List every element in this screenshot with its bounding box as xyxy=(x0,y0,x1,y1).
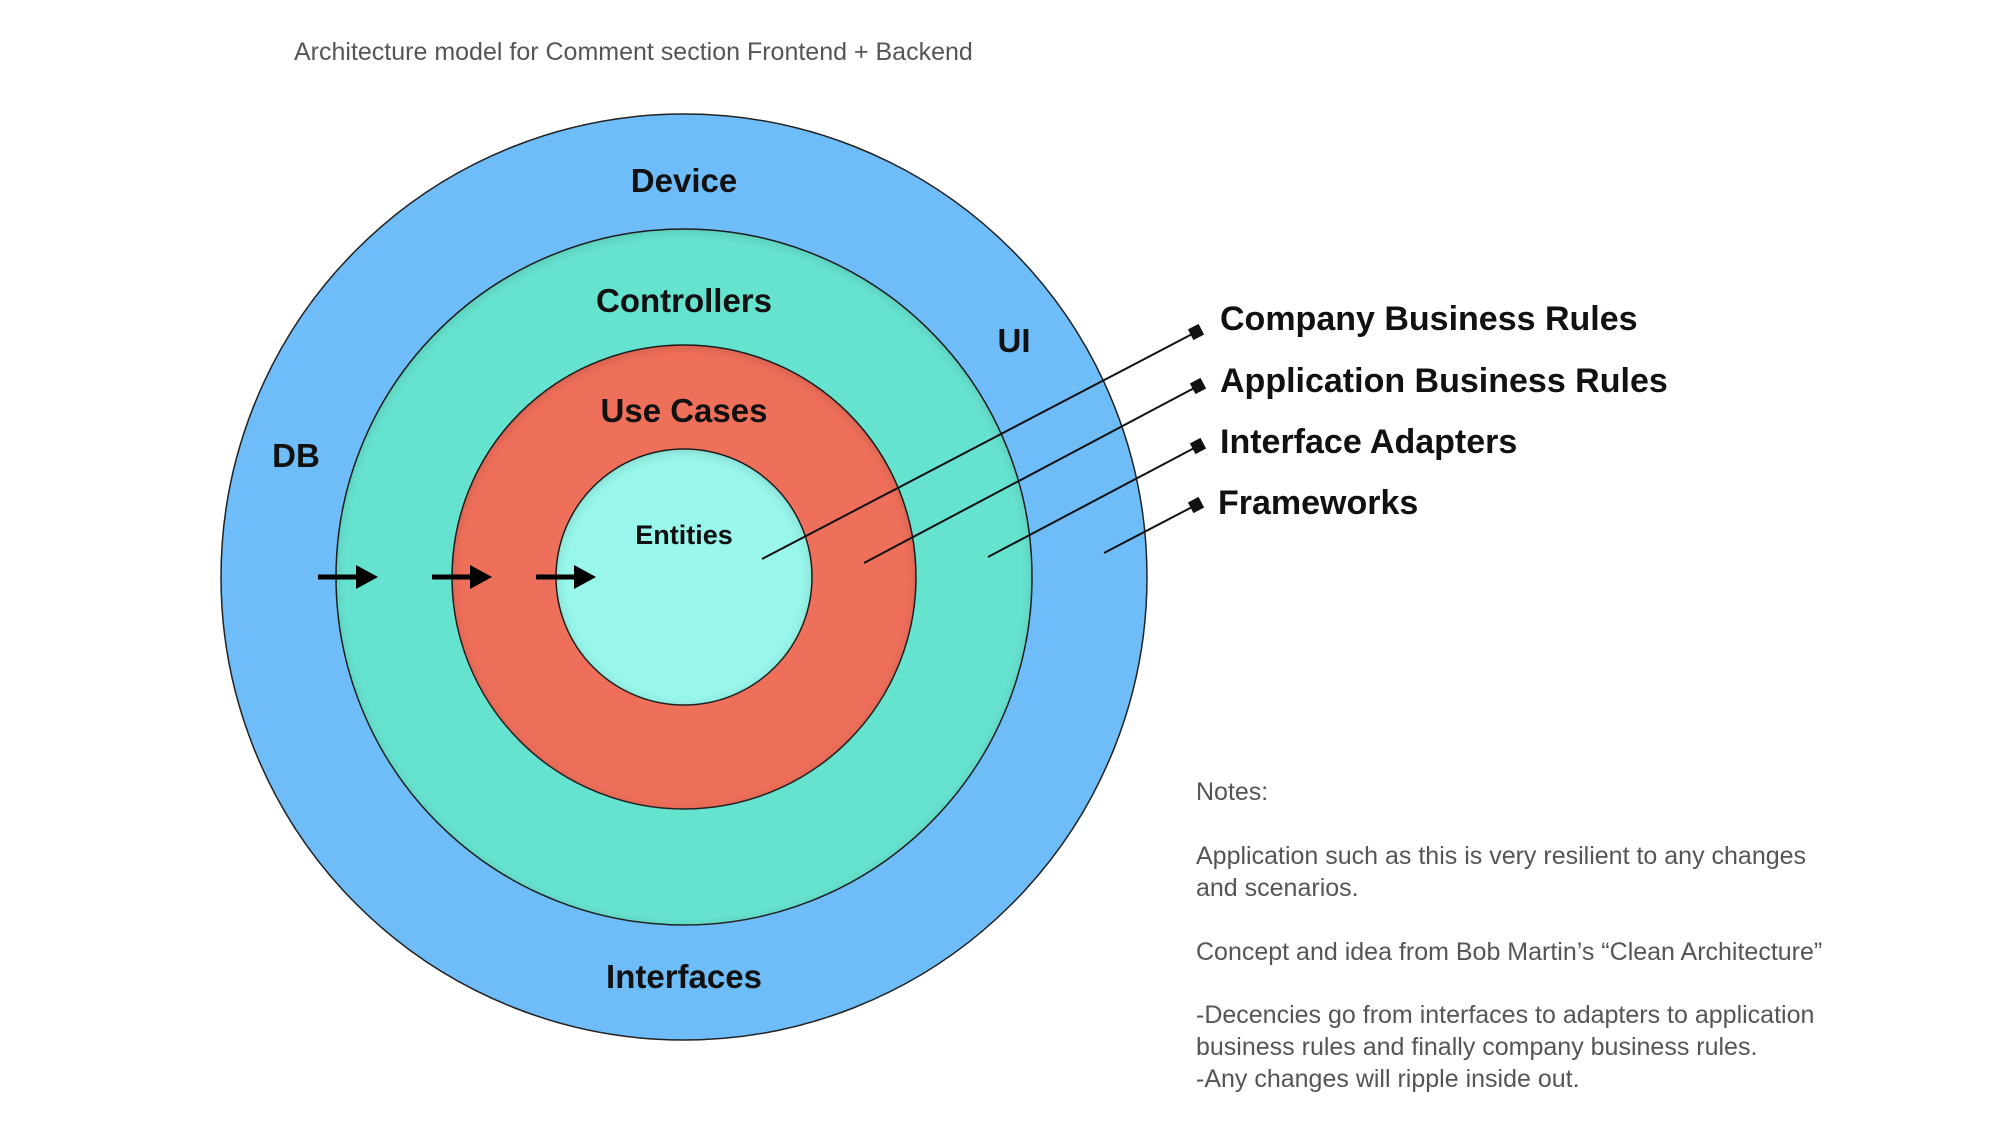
layer-frameworks: Frameworks xyxy=(1218,484,1418,522)
notes-line: -Any changes will ripple inside out. xyxy=(1196,1065,1580,1093)
label-controllers: Controllers xyxy=(596,282,772,319)
label-entities: Entities xyxy=(635,520,733,550)
notes-line: -Decencies go from interfaces to adapter… xyxy=(1196,1001,1814,1029)
leader-line-frameworks xyxy=(1103,496,1205,554)
notes-line: and scenarios. xyxy=(1196,874,1359,902)
notes-heading: Notes: xyxy=(1196,778,1268,806)
label-interfaces: Interfaces xyxy=(606,958,762,995)
label-ui: UI xyxy=(998,322,1031,359)
notes-line: business rules and finally company busin… xyxy=(1196,1033,1757,1061)
leader-line-company xyxy=(761,323,1205,560)
layer-application-business-rules: Application Business Rules xyxy=(1220,362,1668,400)
label-use-cases: Use Cases xyxy=(601,392,768,429)
label-device: Device xyxy=(631,162,737,199)
layer-company-business-rules: Company Business Rules xyxy=(1220,300,1638,338)
leader-line-application xyxy=(863,377,1207,564)
right-arrow-icon xyxy=(536,565,596,589)
notes-block: Notes: Application such as this is very … xyxy=(1196,778,1822,1093)
diagram-title: Architecture model for Comment section F… xyxy=(294,38,973,66)
right-arrow-icon xyxy=(432,565,492,589)
right-arrow-icon xyxy=(318,565,378,589)
layer-interface-adapters: Interface Adapters xyxy=(1220,423,1517,461)
leader-line-adapters xyxy=(987,437,1207,558)
notes-line: Application such as this is very resilie… xyxy=(1196,842,1806,870)
label-db: DB xyxy=(272,437,320,474)
notes-line: Concept and idea from Bob Martin’s “Clea… xyxy=(1196,938,1822,966)
